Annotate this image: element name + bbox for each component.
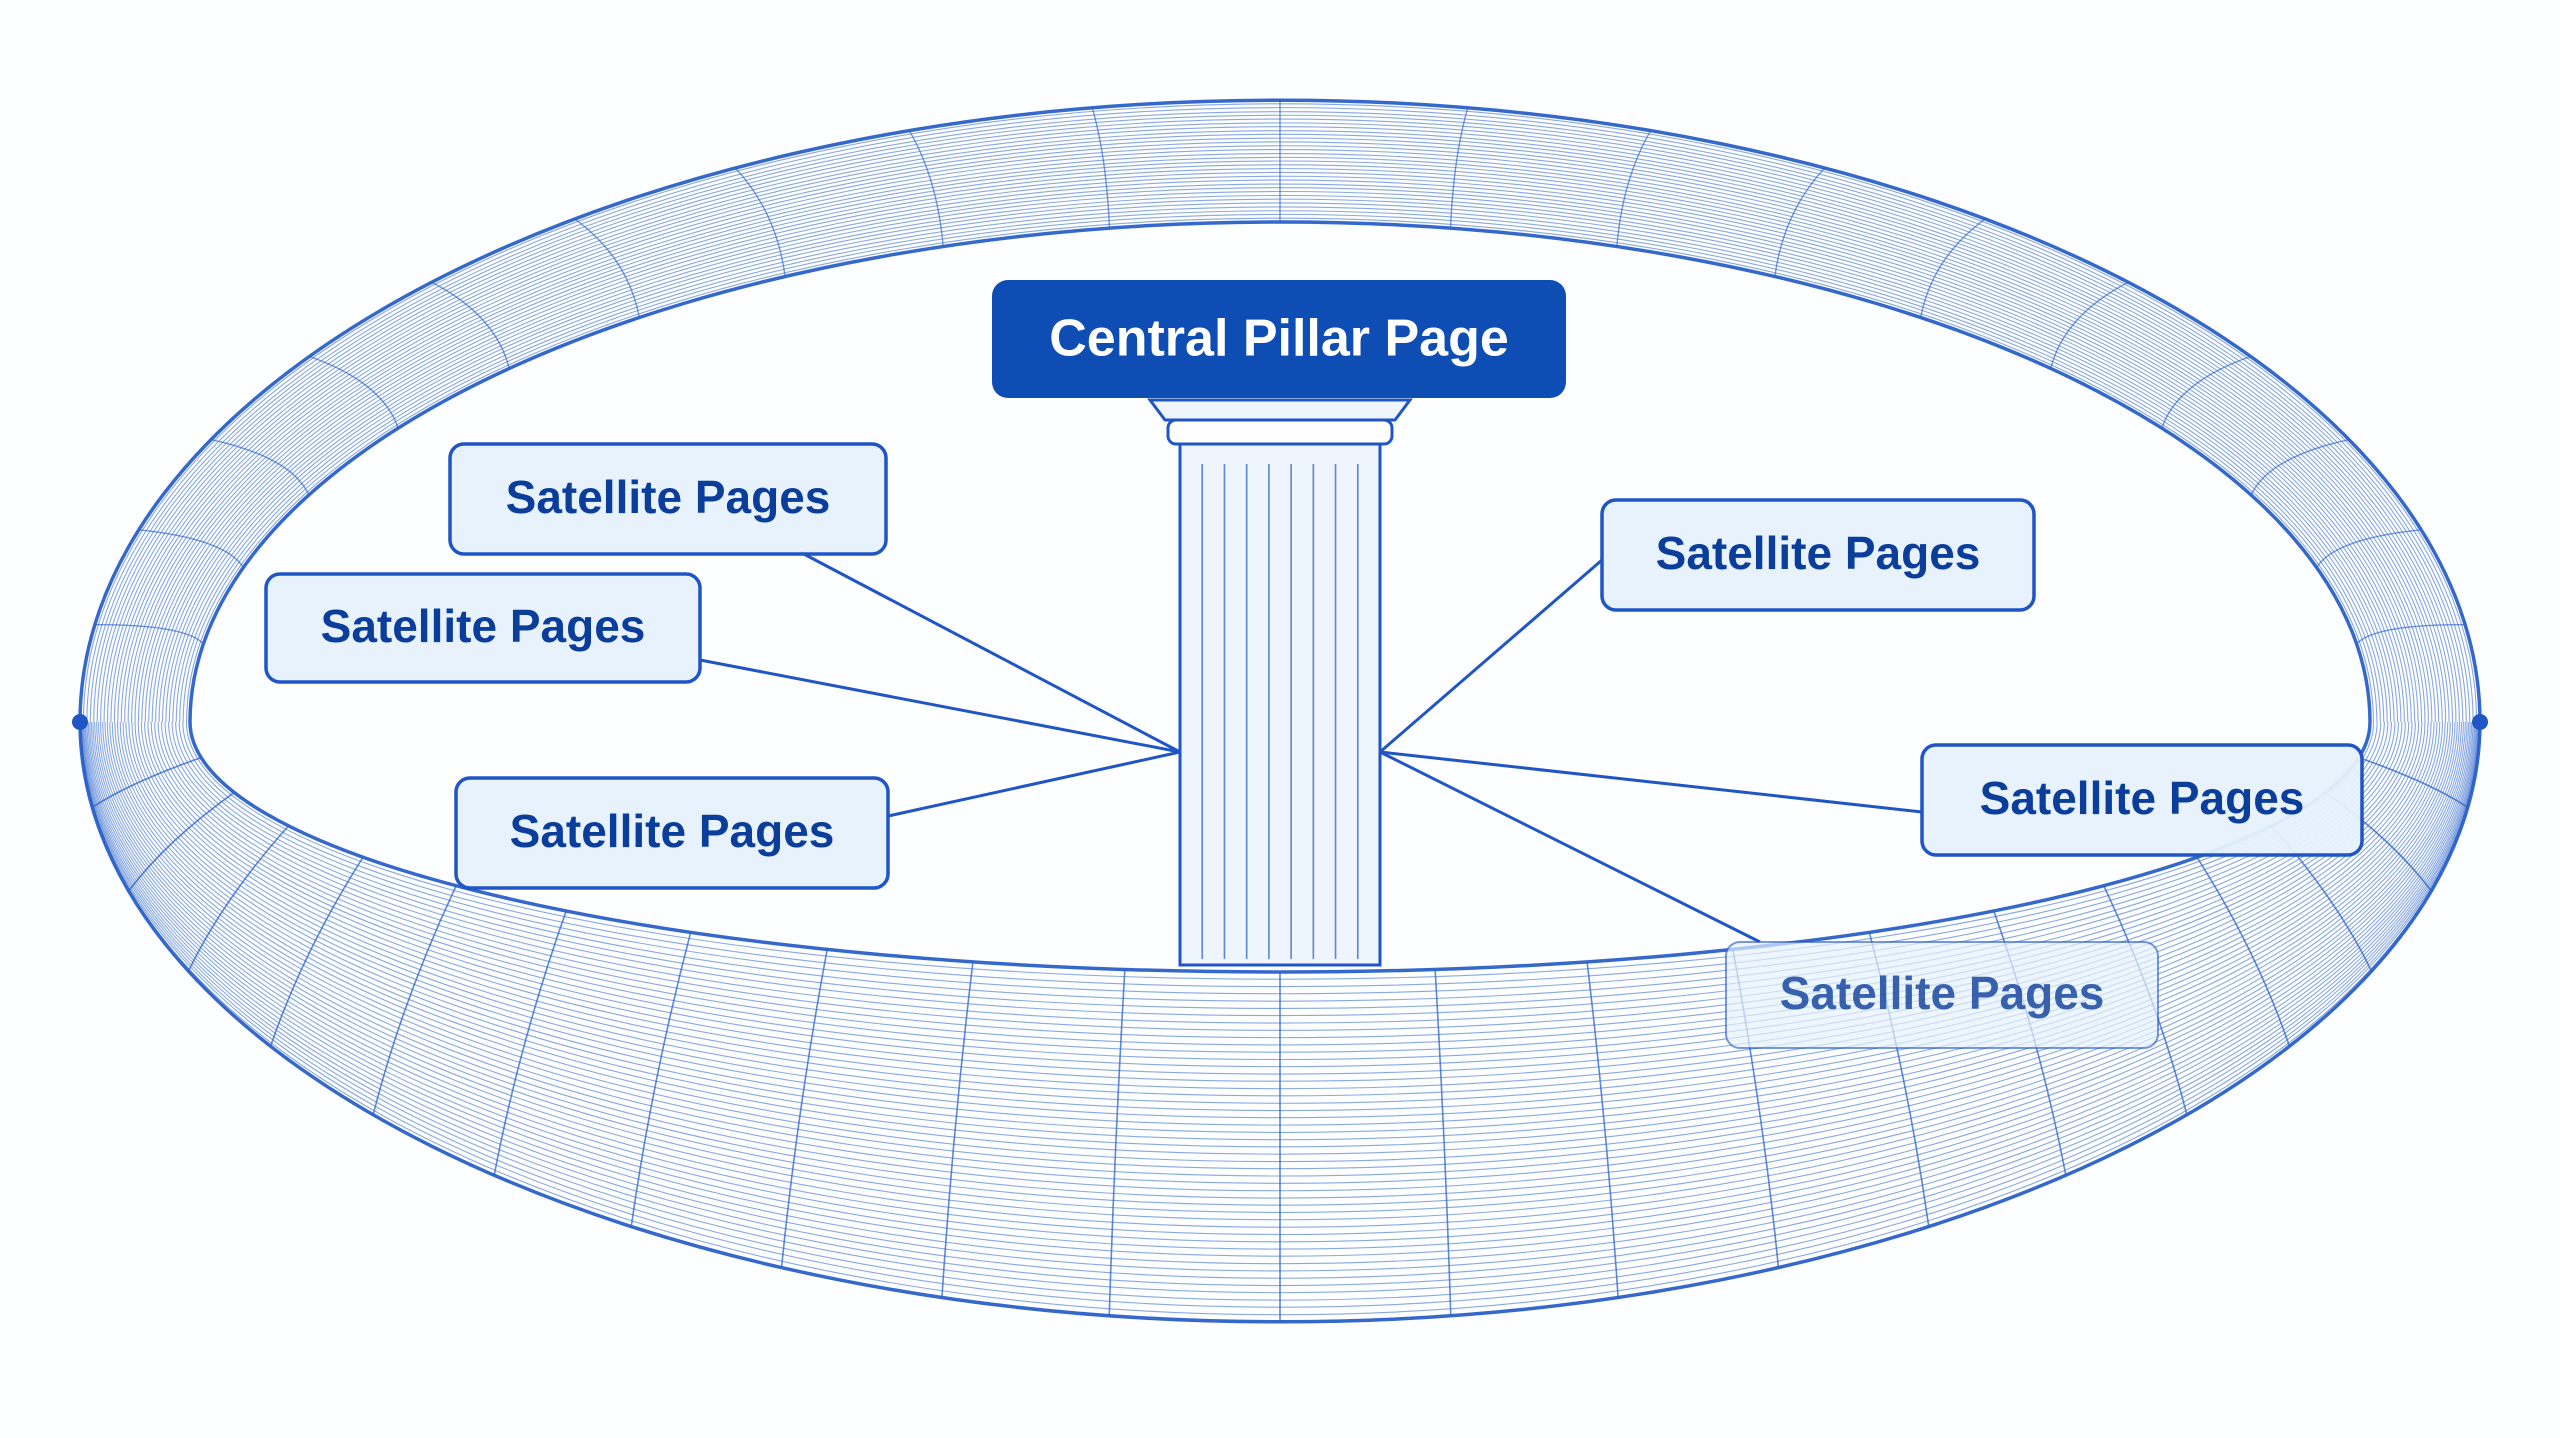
torus-edge-dot [72, 714, 88, 730]
torus-meridian [1616, 130, 1652, 247]
satellite-label: Satellite Pages [321, 600, 646, 652]
torus-meridian [210, 438, 310, 496]
column-capital [1147, 398, 1413, 422]
torus-meridian [2356, 623, 2466, 645]
torus-meridian [1434, 969, 1452, 1316]
torus-meridian [908, 130, 944, 247]
satellite-label: Satellite Pages [510, 805, 835, 857]
torus-meridian [630, 932, 692, 1227]
torus-meridian [138, 529, 244, 568]
connector-line [887, 750, 1181, 818]
satellite-label: Satellite Pages [506, 471, 831, 523]
torus-meridian [269, 856, 364, 1047]
satellite-rect [448, 442, 888, 556]
torus-meridian [2316, 529, 2422, 568]
torus-meridian [493, 910, 567, 1176]
satellite-rect [1920, 743, 2364, 857]
torus-meridian [2196, 856, 2291, 1047]
satellite-box[interactable]: Satellite Pages [448, 442, 888, 556]
torus-meridian [372, 885, 457, 1116]
torus-meridian [1091, 107, 1111, 229]
central-pillar-rect [992, 280, 1566, 398]
connector-lines [699, 550, 1923, 944]
satellite-box[interactable]: Satellite Pages [1920, 743, 2364, 857]
torus-edge-dot [2472, 714, 2488, 730]
torus-meridian [780, 949, 828, 1268]
connector-line [1379, 558, 1603, 754]
satellite-rect [1600, 498, 2036, 612]
central-pillar-box[interactable]: Central Pillar Page [992, 280, 1566, 398]
connector-line [1379, 750, 1923, 814]
connector-line [799, 550, 1181, 754]
torus-meridian [2250, 438, 2350, 496]
central-pillar-label: Central Pillar Page [1049, 310, 1509, 368]
torus-meridian [431, 281, 510, 369]
torus-meridian [308, 355, 399, 429]
torus-meridian [127, 791, 235, 892]
connector-line [699, 658, 1181, 754]
satellite-rect [454, 776, 890, 890]
torus-meridian [941, 961, 974, 1298]
torus-meridian [1449, 107, 1469, 229]
torus-meridian [2050, 281, 2129, 369]
satellite-box[interactable]: Satellite Pages [1600, 498, 2036, 612]
torus-meridian [1774, 167, 1826, 277]
torus-meridian [91, 756, 202, 809]
satellite-box[interactable]: Satellite Pages [1725, 941, 2159, 1049]
satellite-rect [264, 572, 702, 684]
torus-ring [188, 220, 2372, 723]
satellite-label: Satellite Pages [1980, 772, 2305, 824]
satellite-label: Satellite Pages [1780, 967, 2105, 1019]
pillar-column [1147, 398, 1413, 967]
torus-meridian [94, 623, 204, 645]
satellite-box[interactable]: Satellite Pages [454, 776, 890, 890]
satellite-label: Satellite Pages [1656, 527, 1981, 579]
satellite-rect [1725, 941, 2159, 1049]
torus-meridian [2161, 355, 2252, 429]
connector-line [1379, 750, 1761, 944]
torus-meridian [187, 825, 290, 972]
column-shaft [1178, 442, 1382, 967]
torus-meridian [1586, 961, 1619, 1298]
satellite-box[interactable]: Satellite Pages [264, 572, 702, 684]
torus-meridian [1920, 218, 1986, 318]
torus-meridian [574, 218, 641, 318]
column-ring [1166, 418, 1394, 446]
torus-meridian [734, 167, 786, 277]
torus-meridian [1108, 969, 1126, 1316]
torus-meridian [2358, 756, 2469, 809]
